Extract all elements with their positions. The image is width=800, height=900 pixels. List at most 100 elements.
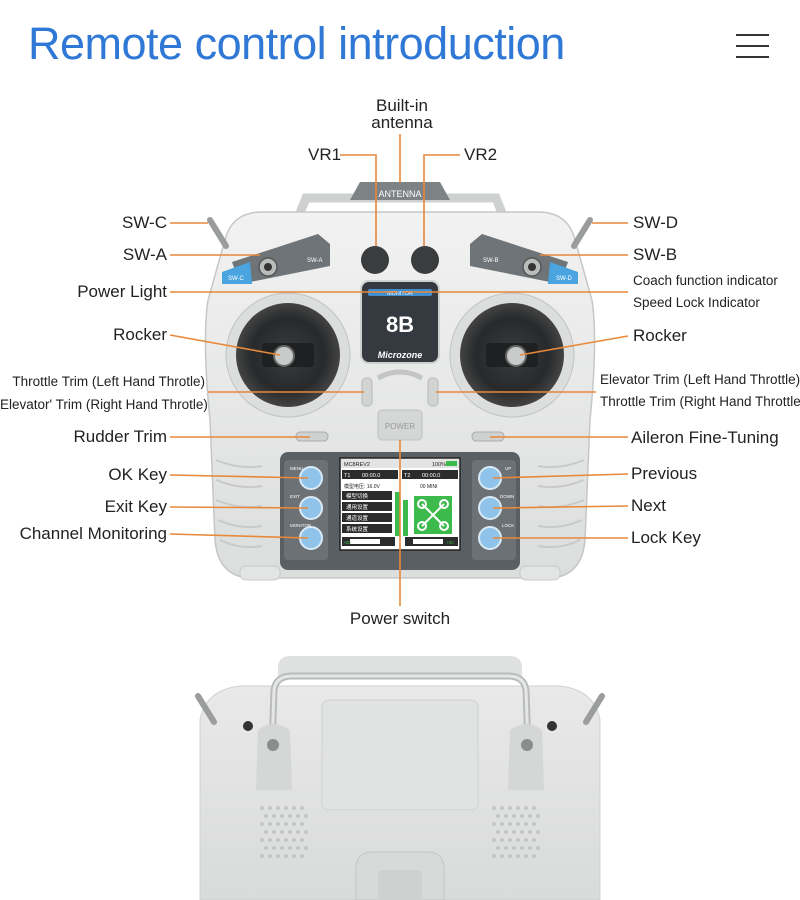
- grille-dot: [304, 846, 308, 850]
- grille-dot: [512, 830, 516, 834]
- grille-dot: [528, 814, 532, 818]
- grille-dot: [288, 830, 292, 834]
- grille-dot: [500, 854, 504, 858]
- svg-text:SW-B: SW-B: [483, 258, 499, 264]
- grille-dot: [264, 846, 268, 850]
- svg-text:MONITOR: MONITOR: [290, 523, 312, 528]
- speaker-grille-left: [260, 806, 308, 858]
- grille-dot: [280, 846, 284, 850]
- grille-dot: [268, 806, 272, 810]
- grille-dot: [284, 822, 288, 826]
- svg-text:Microzone: Microzone: [378, 350, 423, 360]
- lock-key-label: Lock Key: [631, 528, 701, 547]
- svg-text:+00: +00: [343, 540, 351, 545]
- antenna-housing: [350, 182, 450, 200]
- svg-text:EXIT: EXIT: [290, 494, 300, 499]
- grille-dot: [532, 838, 536, 842]
- svg-text:模型电压: 16.0V: 模型电压: 16.0V: [344, 483, 381, 490]
- svg-text:通用设置: 通用设置: [346, 503, 369, 511]
- grille-dot: [288, 814, 292, 818]
- elevator-trim-right-hand-label: Elevator' Trim (Right Hand Throtle): [0, 397, 208, 412]
- elevator-trim-left-hand-label: Elevator Trim (Left Hand Throttle): [600, 372, 800, 387]
- power-switch-label: Power switch: [349, 609, 451, 628]
- grille-dot: [512, 846, 516, 850]
- grille-dot: [284, 838, 288, 842]
- exit-key-label: Exit Key: [104, 497, 167, 516]
- speed-lock-label: Speed Lock Indicator: [633, 295, 760, 310]
- grille-dot: [268, 854, 272, 858]
- next-label: Next: [631, 496, 666, 515]
- grille-dot: [536, 814, 540, 818]
- grille-dot: [524, 838, 528, 842]
- svg-text:00:00.0: 00:00.0: [362, 473, 380, 479]
- grille-dot: [504, 814, 508, 818]
- model-badge: 8B: [386, 312, 414, 337]
- grille-dot: [504, 830, 508, 834]
- grille-dot: [276, 838, 280, 842]
- svg-text:SW-D: SW-D: [556, 276, 573, 282]
- grille-dot: [296, 830, 300, 834]
- grille-dot: [508, 838, 512, 842]
- grille-dot: [532, 822, 536, 826]
- svg-text:T1: T1: [344, 473, 350, 479]
- speaker-grille-right: [492, 806, 540, 858]
- swb-label: SW-B: [633, 245, 678, 264]
- swc-label: SW-C: [121, 213, 167, 232]
- page-title: Remote control introduction: [28, 18, 565, 69]
- leader-lines: [169, 134, 629, 606]
- svg-text:UP: UP: [505, 466, 511, 471]
- vr1-label: VR1: [308, 145, 342, 164]
- grille-dot: [280, 830, 284, 834]
- grille-dot: [276, 854, 280, 858]
- svg-text:LOCK: LOCK: [502, 523, 514, 528]
- grille-dot: [500, 838, 504, 842]
- rudder-trim-label: Rudder Trim: [73, 427, 167, 446]
- grille-dot: [260, 838, 264, 842]
- grille-dot: [284, 806, 288, 810]
- grille-dot: [492, 854, 496, 858]
- coach-indicator-label: Coach function indicator: [633, 273, 778, 288]
- grille-dot: [500, 806, 504, 810]
- svg-text:系统设置: 系统设置: [346, 525, 369, 533]
- grille-dot: [492, 806, 496, 810]
- previous-label: Previous: [631, 464, 698, 483]
- grille-dot: [496, 814, 500, 818]
- svg-text:通道设置: 通道设置: [346, 514, 369, 522]
- grille-dot: [516, 838, 520, 842]
- grille-dot: [272, 846, 276, 850]
- grille-dot: [496, 830, 500, 834]
- grille-dot: [292, 822, 296, 826]
- svg-text:00 MINI: 00 MINI: [420, 484, 438, 490]
- hamburger-menu-icon[interactable]: [736, 32, 770, 60]
- grille-dot: [280, 814, 284, 818]
- aileron-label: Aileron Fine-Tuning: [631, 428, 779, 447]
- grille-dot: [260, 822, 264, 826]
- grille-dot: [300, 854, 304, 858]
- grille-dot: [520, 830, 524, 834]
- grille-dot: [532, 806, 536, 810]
- svg-text:DOWN: DOWN: [500, 494, 514, 499]
- vr2-label: VR2: [464, 145, 498, 164]
- grille-dot: [260, 854, 264, 858]
- svg-text:100%: 100%: [432, 462, 446, 468]
- grille-dot: [536, 830, 540, 834]
- throttle-trim-left-label: Throttle Trim (Left Hand Throtle): [12, 374, 205, 389]
- grille-dot: [284, 854, 288, 858]
- grille-dot: [536, 846, 540, 850]
- grille-dot: [292, 854, 296, 858]
- grille-dot: [524, 854, 528, 858]
- channel-monitoring-label: Channel Monitoring: [19, 524, 167, 543]
- grille-dot: [516, 806, 520, 810]
- svg-text:MONITOR: MONITOR: [387, 291, 413, 297]
- throttle-trim-right-hand-label: Throttle Trim (Right Hand Throttle): [600, 394, 800, 409]
- transmitter-back: [195, 656, 605, 900]
- grille-dot: [300, 806, 304, 810]
- grille-dot: [524, 822, 528, 826]
- grille-dot: [528, 830, 532, 834]
- transmitter-front: ANTENNA SW-A SW-B SW-C SW-D MO: [204, 182, 596, 581]
- svg-text:+00: +00: [446, 540, 454, 545]
- grille-dot: [512, 814, 516, 818]
- vr2-knob: [411, 246, 439, 274]
- grille-dot: [296, 814, 300, 818]
